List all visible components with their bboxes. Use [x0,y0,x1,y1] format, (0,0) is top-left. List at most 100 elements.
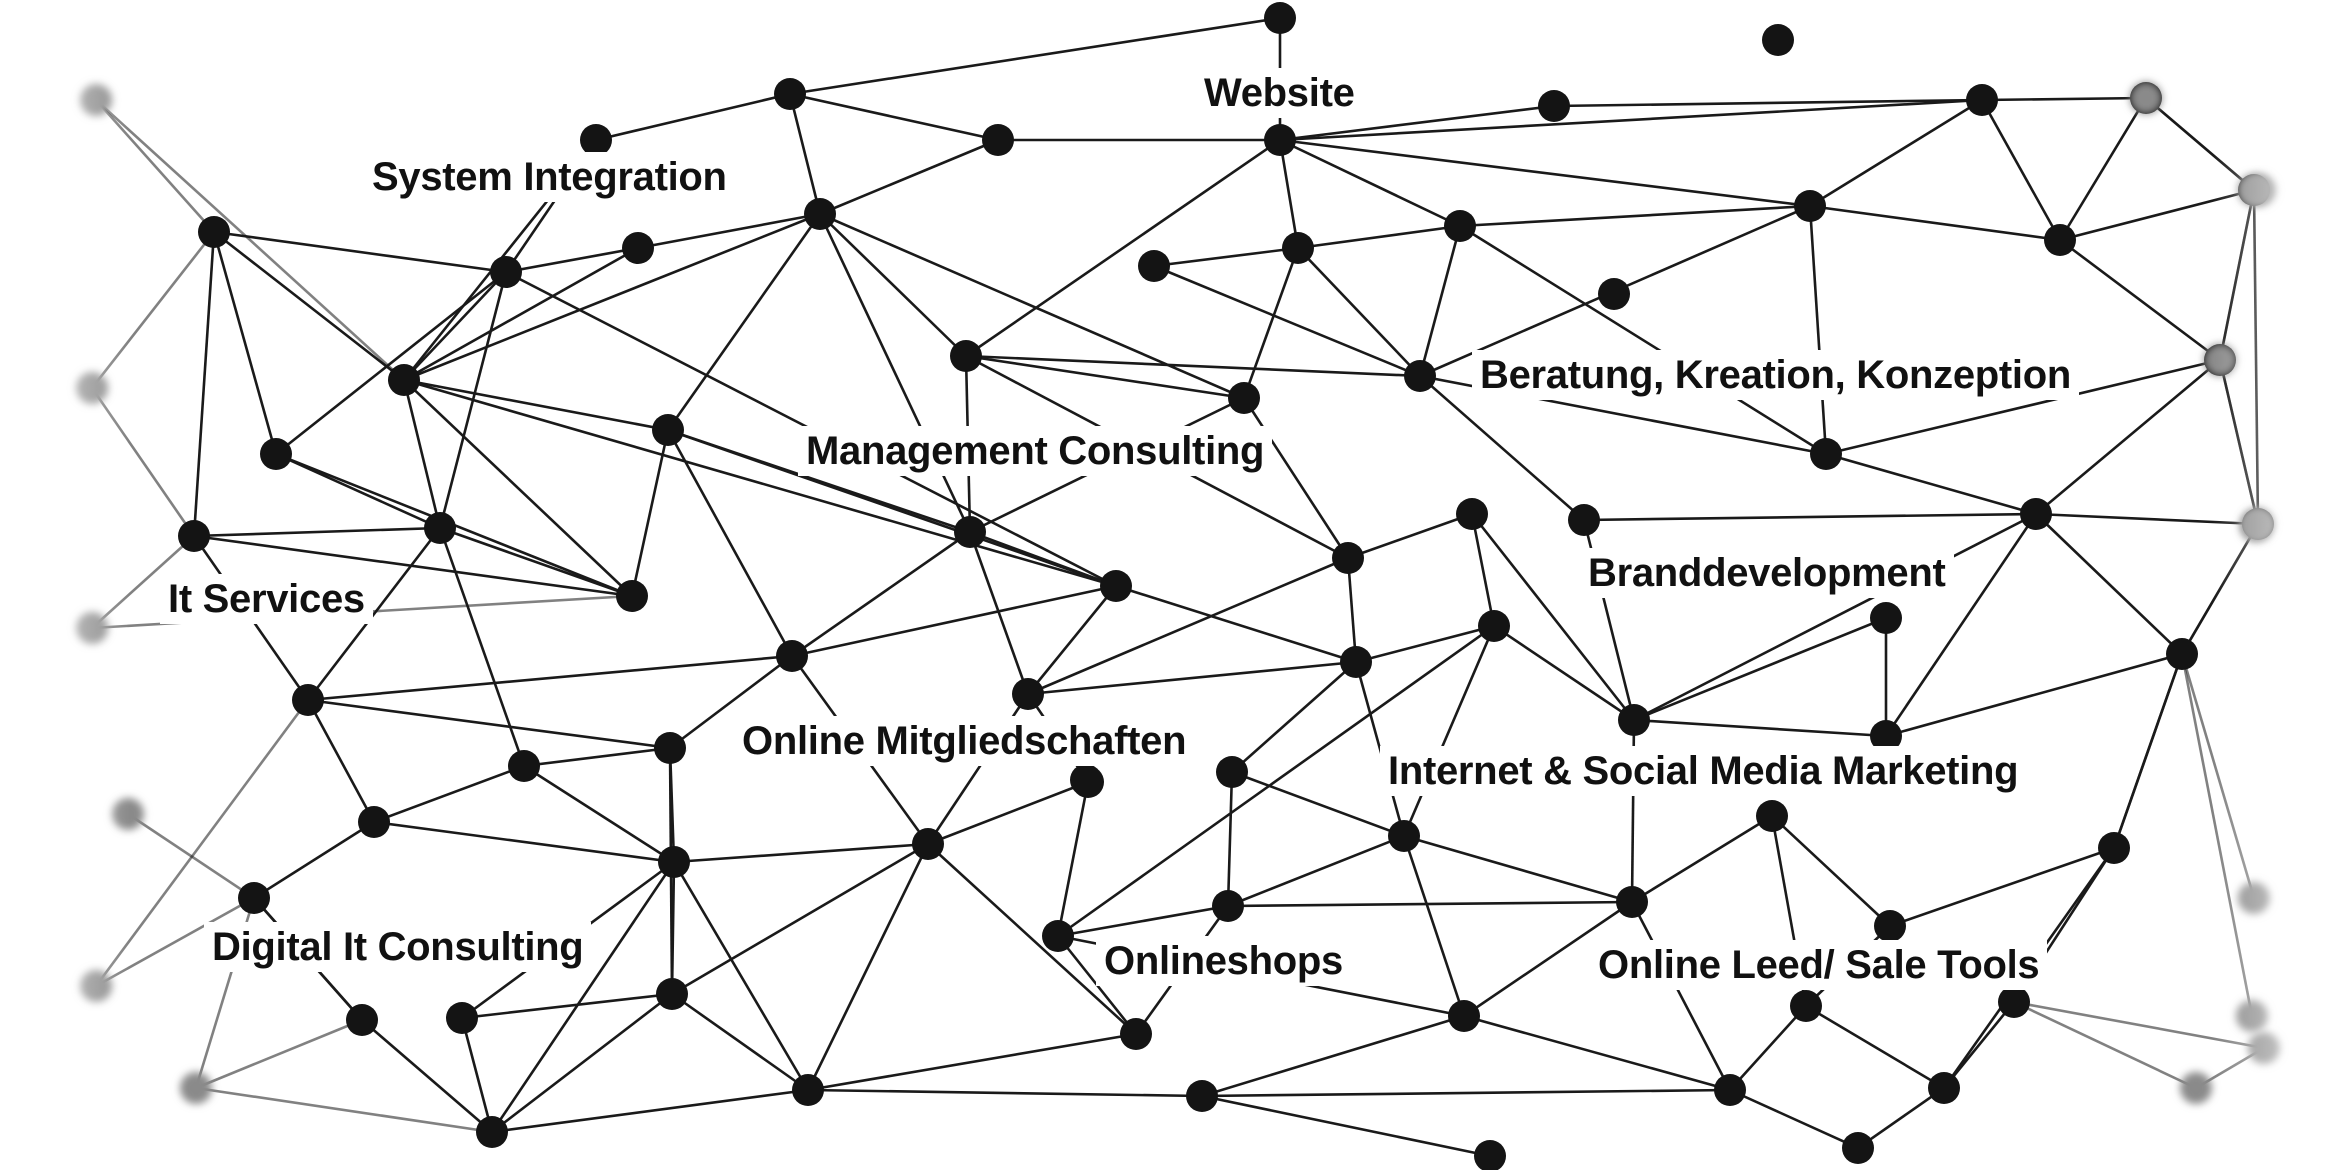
network-edge [1771,815,1891,927]
network-node [652,414,684,446]
network-edge [672,861,810,1091]
network-edge [2180,653,2256,899]
network-edge [927,843,1137,1035]
network-node [1138,250,1170,282]
network-node [804,198,836,230]
network-edge [95,99,215,233]
network-edge [307,698,671,750]
network-edge [94,699,310,987]
network-edge [1279,138,1461,228]
network-edge [491,1088,809,1134]
network-edge [1463,900,1633,1018]
network-edge [213,230,507,274]
network-node [1444,210,1476,242]
network-edge [2180,523,2260,655]
network-edge [193,534,633,598]
network-node [260,438,292,470]
network-edge [1633,718,1887,738]
network-edge [1231,770,1405,838]
network-node-faded [2130,82,2162,114]
network-edge [490,861,676,1133]
network-edge [1026,585,1118,695]
network-edge [791,584,1117,658]
network-edge [403,378,669,432]
network-edge [212,231,278,455]
label-digital-it-consulting: Digital It Consulting [204,922,592,972]
network-edge [2035,513,2183,655]
network-node [1474,1140,1506,1170]
network-edge [1346,557,1358,663]
network-edge [1633,512,2037,722]
network-node [1870,602,1902,634]
network-edge [2058,97,2148,241]
network-edge [95,99,405,381]
network-edge [1418,225,1462,377]
network-edge [253,820,375,900]
network-edge [2035,512,2259,526]
network-edge [1297,247,1421,377]
network-node [446,1002,478,1034]
network-node [1012,678,1044,710]
network-edge [1027,660,1357,696]
network-node [346,1004,378,1036]
network-edge [1201,1014,1465,1098]
network-edge [1419,375,1585,521]
network-edge [1278,139,1300,249]
network-edge [1027,556,1349,696]
network-node [1874,910,1906,942]
network-node [950,340,982,372]
network-edge [1227,834,1405,908]
network-edge [505,246,639,274]
label-online-mitgliedschaften: Online Mitgliedschaften [734,716,1195,766]
network-node [792,1074,824,1106]
network-node [1456,498,1488,530]
network-node [1810,438,1842,470]
network-edge [438,527,526,767]
network-edge [666,213,822,431]
network-edge [1470,513,1636,721]
network-edge [1231,661,1357,773]
network-edge [965,354,1245,400]
network-node [2020,498,2052,530]
network-edge [789,16,1281,96]
network-node [1790,990,1822,1022]
network-edge [1057,904,1229,938]
network-node [1478,610,1510,642]
network-edge [1808,205,1828,455]
network-edge [1981,96,2147,102]
network-node-faded [80,84,112,116]
network-edge [523,746,671,768]
network-edge [1057,624,1495,938]
network-edge [1942,1001,2016,1089]
network-edge [90,387,196,537]
network-edge [1226,771,1234,907]
network-node [912,828,944,860]
network-edge [491,992,673,1134]
network-edge [669,654,793,750]
network-edge [1825,358,2221,456]
network-node [1616,886,1648,918]
network-edge [1885,652,2183,738]
network-node [1212,890,1244,922]
network-edge [1459,224,1827,456]
network-edge [1825,452,2037,516]
network-node [1870,720,1902,752]
network-edge [666,429,794,657]
network-edge [807,1088,1203,1098]
network-node [2166,638,2198,670]
network-edge [1355,624,1495,664]
network-edge [1809,204,2061,242]
label-internet-social-media-marketing: Internet & Social Media Marketing [1380,746,2027,796]
network-edge [306,699,376,823]
network-node [1100,570,1132,602]
network-edge [1583,512,2037,522]
network-edge [819,213,967,357]
network-node-faded [2236,1000,2268,1032]
network-node-faded [2240,510,2272,542]
network-edge [965,138,1281,358]
network-edge [461,992,673,1020]
network-edge [1631,814,1773,904]
network-node [1340,646,1372,678]
network-node [774,78,806,110]
